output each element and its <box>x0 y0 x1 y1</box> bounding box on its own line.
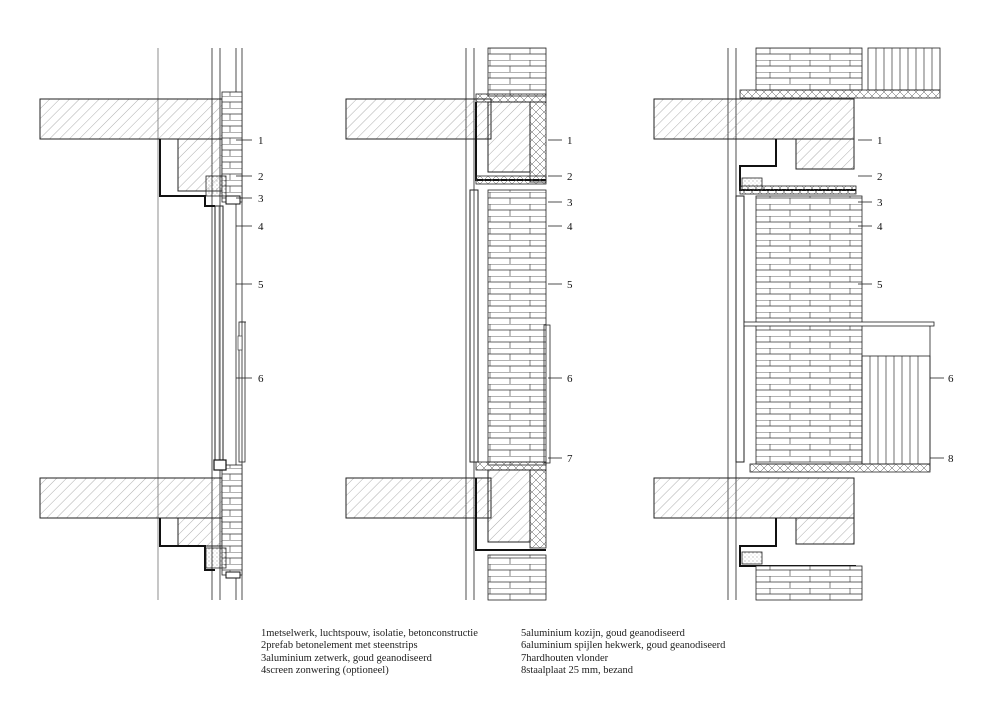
callout-number: 5 <box>258 279 264 291</box>
legend-item: 8staalplaat 25 mm, bezand <box>521 665 725 677</box>
legend-item: 5aluminium kozijn, goud geanodiseerd <box>521 628 725 640</box>
callout-number: 5 <box>567 279 573 291</box>
callout-number: 3 <box>877 197 883 209</box>
callout-number: 4 <box>258 221 264 233</box>
callout-number: 3 <box>567 197 573 209</box>
callout-number: 1 <box>567 135 573 147</box>
callout-number: 7 <box>567 453 573 465</box>
callout-number: 4 <box>877 221 883 233</box>
callout-number: 2 <box>567 171 573 183</box>
callout-number: 3 <box>258 193 264 205</box>
callout-labels: 1 2 3 4 5 6 1 2 3 4 5 6 7 1 2 3 4 5 6 8 <box>236 135 954 465</box>
legend-item-number: 2 <box>261 640 267 652</box>
legend-item: 7hardhouten vlonder <box>521 653 725 665</box>
legend-item: 1metselwerk, luchtspouw, isolatie, beton… <box>261 628 478 640</box>
legend-item: 2prefab betonelement met steenstrips <box>261 640 478 652</box>
legend-item-text: aluminium spijlen hekwerk, goud geanodis… <box>526 640 726 652</box>
legend-item-text: metselwerk, luchtspouw, isolatie, betonc… <box>266 628 478 639</box>
legend-item-text: hardhouten vlonder <box>526 652 609 664</box>
legend-item-number: 8 <box>521 665 527 677</box>
legend-item-number: 6 <box>521 640 527 652</box>
legend-item: 4screen zonwering (optioneel) <box>261 665 478 677</box>
legend-item-text: aluminium zetwerk, goud geanodiseerd <box>266 652 432 664</box>
callout-number: 6 <box>948 373 954 385</box>
legend-item-number: 5 <box>521 628 527 639</box>
legend-item-number: 1 <box>261 628 267 639</box>
legend-item: 6aluminium spijlen hekwerk, goud geanodi… <box>521 640 725 652</box>
callout-number: 4 <box>567 221 573 233</box>
legend-item-text: prefab betonelement met steenstrips <box>266 640 418 652</box>
legend-item-text: staalplaat 25 mm, bezand <box>526 665 633 677</box>
legend-item: 3aluminium zetwerk, goud geanodiseerd <box>261 653 478 665</box>
callout-number: 8 <box>948 453 954 465</box>
legend-item-text: screen zonwering (optioneel) <box>266 665 389 677</box>
legend-item-number: 4 <box>261 665 267 677</box>
legend-column-left: 1metselwerk, luchtspouw, isolatie, beton… <box>261 628 478 678</box>
section-middle <box>345 47 551 601</box>
callout-number: 5 <box>877 279 883 291</box>
legend-item-text: aluminium kozijn, goud geanodiseerd <box>526 628 685 639</box>
callout-number: 1 <box>877 135 883 147</box>
callout-number: 1 <box>258 135 264 147</box>
callout-number: 6 <box>567 373 573 385</box>
callout-number: 2 <box>877 171 883 183</box>
legend-item-number: 3 <box>261 652 267 664</box>
callout-number: 2 <box>258 171 264 183</box>
legend-item-number: 7 <box>521 652 527 664</box>
section-right <box>653 47 941 601</box>
callout-number: 6 <box>258 373 264 385</box>
section-left <box>39 48 246 600</box>
